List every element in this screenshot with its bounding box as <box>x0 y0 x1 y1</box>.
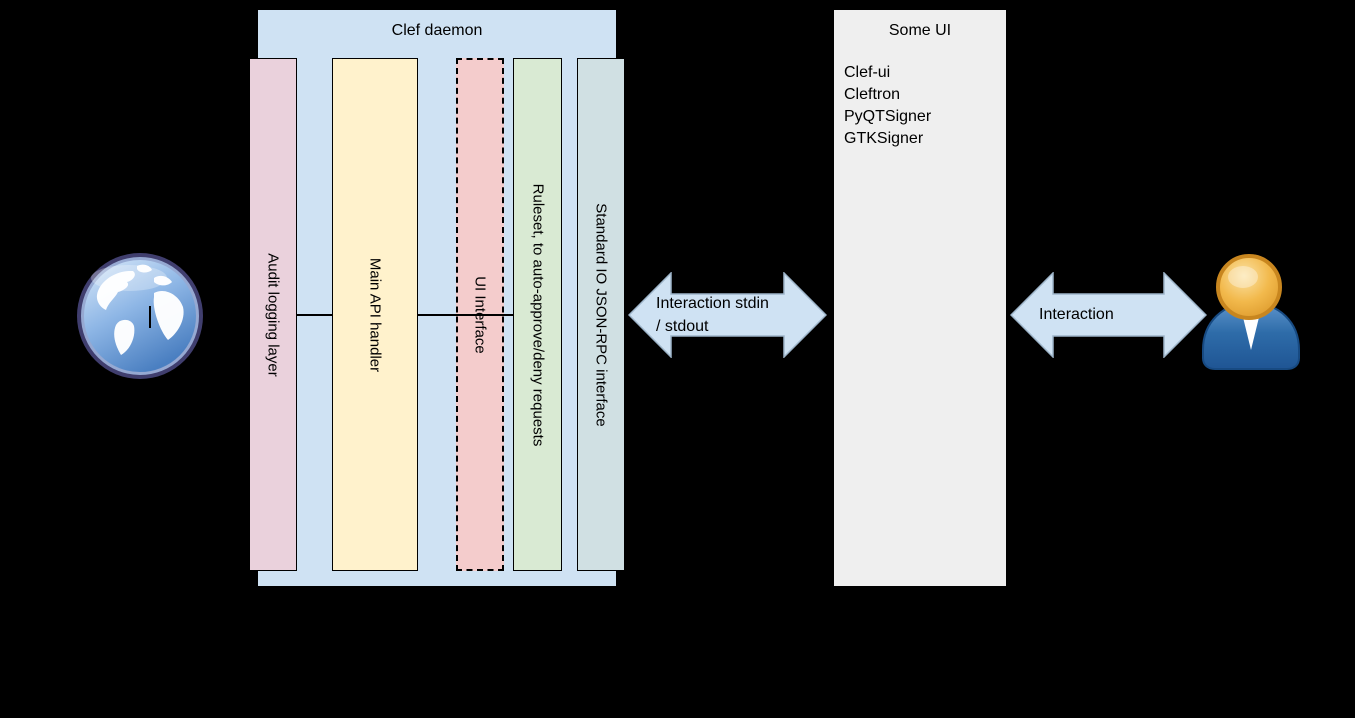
user-icon <box>1202 254 1300 370</box>
some-ui-item: Clef-ui <box>844 64 891 81</box>
arrow-label-line2: / stdout <box>656 318 709 335</box>
bar-audit-logging-layer: Audit logging layer <box>249 58 297 571</box>
bar-ruleset: Ruleset, to auto-approve/deny requests <box>513 58 562 571</box>
bar-label: Ruleset, to auto-approve/deny requests <box>529 183 546 446</box>
clef-daemon-title: Clef daemon <box>391 22 483 39</box>
text-cursor-mark <box>149 306 151 328</box>
arrow-stdin-stdout <box>628 272 827 358</box>
bar-label: Audit logging layer <box>264 252 282 377</box>
some-ui-item: PyQTSigner <box>844 108 932 125</box>
some-ui-title: Some UI <box>888 22 952 39</box>
some-ui-item: GTKSigner <box>844 130 924 147</box>
some-ui-box: Some UI Clef-ui Cleftron PyQTSigner GTKS… <box>833 9 1007 587</box>
globe-icon <box>77 253 203 379</box>
some-ui-item: Cleftron <box>844 86 901 103</box>
arrow-label-stdin-stdout: Interaction stdin / stdout <box>656 292 769 338</box>
clef-daemon-container: Clef daemon <box>257 9 617 587</box>
some-ui-list: Clef-ui Cleftron PyQTSigner GTKSigner <box>844 62 931 150</box>
connector-audit-to-api <box>297 314 332 316</box>
arrow-label-interaction: Interaction <box>1039 306 1114 323</box>
connector-api-to-ruleset <box>418 314 514 316</box>
bar-label: Standard IO JSON-RPC interface <box>592 202 610 427</box>
double-arrow-shape <box>628 272 827 358</box>
bar-main-api-handler: Main API handler <box>332 58 418 571</box>
bar-label: Main API handler <box>366 257 384 372</box>
arrow-interaction <box>1010 272 1207 358</box>
double-arrow-shape <box>1010 272 1207 358</box>
bar-stdio-jsonrpc-interface: Standard IO JSON-RPC interface <box>577 58 625 571</box>
arrow-label-line1: Interaction stdin <box>656 295 769 312</box>
